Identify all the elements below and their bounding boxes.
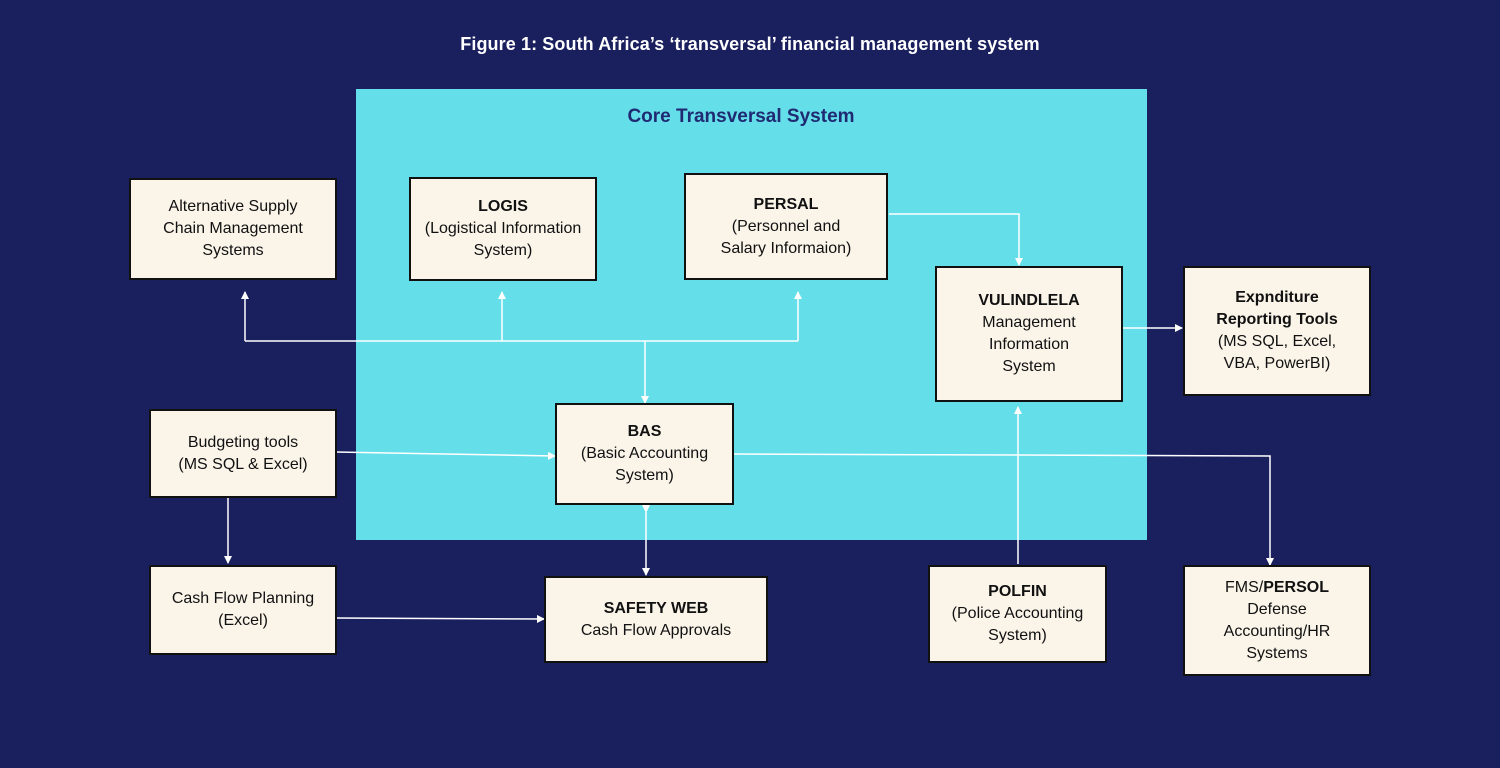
- core-region-label: Core Transversal System: [627, 106, 855, 127]
- node-line: Defense: [1247, 600, 1307, 618]
- node-line: Cash Flow Approvals: [580, 621, 732, 639]
- node-alternative-supply-chain: Alternative Supply Chain Management Syst…: [129, 178, 337, 280]
- node-title-line: FMS/PERSOL: [1225, 577, 1329, 599]
- node-budgeting-tools: Budgeting tools (MS SQL & Excel): [149, 409, 337, 498]
- node-line: Chain Management: [163, 220, 303, 237]
- node-line: System): [988, 627, 1047, 644]
- node-persal: PERSAL (Personnel and Salary Informaion): [684, 173, 888, 280]
- node-name: Expnditure: [1235, 289, 1319, 306]
- node-name: SAFETY WEB: [603, 599, 709, 617]
- node-line: Systems: [1246, 644, 1308, 662]
- node-name: LOGIS: [478, 198, 528, 215]
- node-name: POLFIN: [988, 583, 1047, 600]
- node-line: Management: [982, 314, 1076, 331]
- node-name: BAS: [627, 423, 662, 440]
- node-line: (Basic Accounting: [580, 445, 709, 462]
- node-cash-flow-planning: Cash Flow Planning (Excel): [149, 565, 337, 655]
- node-line: Salary Informaion): [720, 239, 852, 257]
- connector-bas-to-fms: [733, 453, 1274, 566]
- node-line: VBA, PowerBI): [1223, 355, 1331, 372]
- node-fms-persol: FMS/PERSOL Defense Accounting/HR Systems: [1183, 565, 1371, 676]
- connector-budgeting-to-bas: [335, 451, 556, 460]
- node-line: Budgeting tools: [187, 433, 299, 451]
- node-prefix: FMS/: [1224, 578, 1264, 596]
- node-logis: LOGIS (Logistical Information System): [409, 177, 597, 281]
- node-line: System: [1002, 358, 1056, 375]
- node-line: Accounting/HR: [1223, 622, 1331, 640]
- node-line: System): [615, 467, 674, 484]
- node-line: Cash Flow Planning: [171, 590, 315, 607]
- node-name: PERSAL: [753, 195, 819, 213]
- node-line: System): [473, 242, 533, 259]
- node-line: (Excel): [218, 612, 268, 629]
- node-line: (Police Accounting: [951, 605, 1084, 622]
- node-line: (Logistical Information: [424, 220, 582, 237]
- node-vulindlela: VULINDLELA Management Information System: [935, 266, 1123, 402]
- node-line: (MS SQL, Excel,: [1217, 333, 1337, 350]
- connector-cashflow-to-safetyweb: [335, 614, 545, 623]
- node-safety-web: SAFETY WEB Cash Flow Approvals: [544, 576, 768, 663]
- node-line: Systems: [202, 242, 264, 259]
- connector-persal-to-vulindlela: [889, 213, 1023, 266]
- node-bas: BAS (Basic Accounting System): [555, 403, 734, 505]
- node-polfin: POLFIN (Police Accounting System): [928, 565, 1107, 663]
- node-name: Reporting Tools: [1216, 311, 1338, 328]
- node-expenditure-reporting-tools: Expnditure Reporting Tools (MS SQL, Exce…: [1183, 266, 1371, 396]
- node-line: (MS SQL & Excel): [178, 455, 308, 473]
- figure-title: Figure 1: South Africa’s ‘transversal’ f…: [460, 34, 1040, 54]
- node-name: PERSOL: [1263, 578, 1329, 596]
- node-name: VULINDLELA: [978, 292, 1080, 309]
- node-line: (Personnel and: [731, 217, 841, 235]
- node-line: Alternative Supply: [168, 198, 298, 215]
- node-line: Information: [988, 336, 1070, 353]
